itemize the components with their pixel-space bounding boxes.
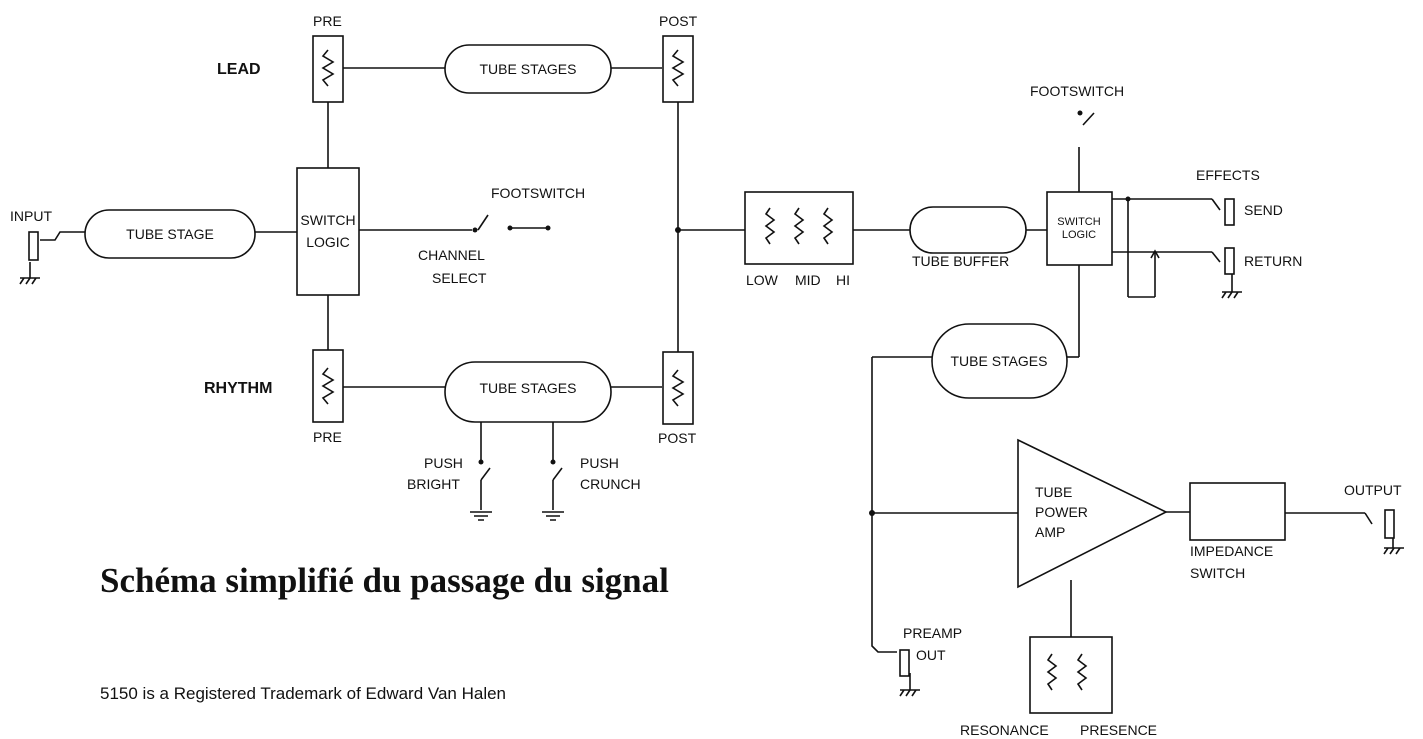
resonance-label: RESONANCE <box>960 722 1049 738</box>
post-rhythm-pot <box>662 351 694 425</box>
channel-select-line1: CHANNEL <box>418 247 485 263</box>
fx-switch-logic-block <box>1046 191 1113 266</box>
pots <box>312 35 694 425</box>
impedance-switch-block <box>1189 482 1286 541</box>
tube-stages-rhythm-block <box>444 361 612 423</box>
effects-label: EFFECTS <box>1196 167 1260 183</box>
switch-logic-line2: LOGIC <box>306 234 350 250</box>
footswitch-fx-label: FOOTSWITCH <box>1030 83 1124 99</box>
tube-stage-input-block <box>84 209 256 259</box>
push-crunch-line2: CRUNCH <box>580 476 641 492</box>
output-label: OUTPUT <box>1344 482 1402 498</box>
tube-buffer-block <box>909 206 1027 254</box>
presence-label: PRESENCE <box>1080 722 1157 738</box>
pre-top-label: PRE <box>313 13 342 29</box>
switch-logic-line1: SWITCH <box>300 212 355 228</box>
fx-switch-line2: LOGIC <box>1062 229 1096 241</box>
tube-buffer-label: TUBE BUFFER <box>912 253 1009 269</box>
tube-stage-input-label: TUBE STAGE <box>126 226 214 242</box>
wires <box>40 67 1373 653</box>
pre-lead-pot <box>312 35 344 103</box>
tube-stages-rhythm-label: TUBE STAGES <box>480 380 577 396</box>
return-label: RETURN <box>1244 253 1302 269</box>
tube-stages-lead-label: TUBE STAGES <box>480 61 577 77</box>
input-label: INPUT <box>10 208 52 224</box>
trademark-note: 5150 is a Registered Trademark of Edward… <box>100 684 506 703</box>
tube-stages-right-block <box>931 323 1068 399</box>
channel-select-line2: SELECT <box>432 270 487 286</box>
power-amp-line2: POWER <box>1035 504 1088 520</box>
send-jack <box>1224 198 1235 226</box>
preamp-out-line2: OUT <box>916 647 946 663</box>
push-bright-line2: BRIGHT <box>407 476 460 492</box>
fx-switch-line1: SWITCH <box>1057 216 1100 228</box>
ground-symbols <box>19 262 1404 697</box>
eq-block <box>744 191 854 265</box>
pre-bottom-label: PRE <box>313 429 342 445</box>
footswitch-channel-label: FOOTSWITCH <box>491 185 585 201</box>
power-amp-line1: TUBE <box>1035 484 1072 500</box>
power-amp-line3: AMP <box>1035 524 1065 540</box>
return-jack <box>1224 247 1235 275</box>
preamp-out-jack <box>899 649 910 677</box>
eq-mid-label: MID <box>795 272 821 288</box>
post-top-label: POST <box>659 13 698 29</box>
resonance-presence-block <box>1029 636 1113 714</box>
power-amp-block <box>1017 438 1168 589</box>
junction-dots <box>472 110 1131 516</box>
preamp-out-line1: PREAMP <box>903 625 962 641</box>
post-bottom-label: POST <box>658 430 697 446</box>
switch-logic-block <box>296 167 360 296</box>
blocks <box>84 44 1286 714</box>
eq-hi-label: HI <box>836 272 850 288</box>
tube-stages-right-label: TUBE STAGES <box>951 353 1048 369</box>
impedance-line1: IMPEDANCE <box>1190 543 1273 559</box>
push-crunch-line1: PUSH <box>580 455 619 471</box>
post-lead-pot <box>662 35 694 103</box>
send-label: SEND <box>1244 202 1283 218</box>
output-jack <box>1384 509 1395 539</box>
tube-stages-lead-block <box>444 44 612 94</box>
labels: LEAD RHYTHM PRE PRE POST POST TUBE STAGE… <box>10 13 1402 738</box>
diagram-title: Schéma simplifié du passage du signal <box>100 561 669 600</box>
input-jack <box>28 231 39 261</box>
pre-rhythm-pot <box>312 349 344 423</box>
impedance-line2: SWITCH <box>1190 565 1245 581</box>
jacks <box>28 198 1395 677</box>
eq-low-label: LOW <box>746 272 779 288</box>
push-bright-line1: PUSH <box>424 455 463 471</box>
rhythm-label: RHYTHM <box>204 380 272 397</box>
lead-label: LEAD <box>217 61 261 78</box>
